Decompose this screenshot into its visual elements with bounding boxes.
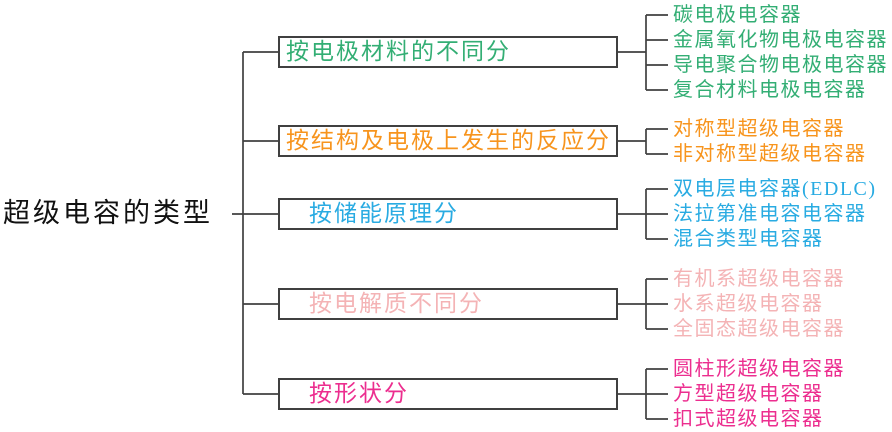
branch-label: 按储能原理分 [309, 201, 459, 226]
leaf-item: 金属氧化物电极电容器 [673, 29, 888, 51]
branch-box-energy-storage-principle: 按储能原理分 [278, 198, 618, 230]
leaf-item: 水系超级电容器 [673, 293, 824, 315]
branch-box-shape: 按形状分 [278, 378, 618, 410]
leaf-item: 复合材料电极电容器 [673, 79, 867, 101]
branch-box-electrolyte: 按电解质不同分 [278, 288, 618, 320]
leaf-item: 圆柱形超级电容器 [673, 358, 845, 380]
leaf-item: 对称型超级电容器 [673, 118, 845, 140]
leaf-item: 非对称型超级电容器 [673, 143, 867, 165]
leaf-item: 混合类型电容器 [673, 228, 824, 250]
leaf-item: 导电聚合物电极电容器 [673, 54, 888, 76]
branch-label: 按形状分 [309, 381, 409, 406]
leaf-item: 方型超级电容器 [673, 383, 824, 405]
leaf-item: 碳电极电容器 [673, 4, 802, 26]
branch-label: 按电解质不同分 [309, 291, 484, 316]
leaf-item: 双电层电容器(EDLC) [673, 178, 877, 200]
branch-box-electrode-material: 按电极材料的不同分 [278, 36, 618, 68]
branch-box-structure-reaction: 按结构及电极上发生的反应分 [278, 125, 618, 157]
branch-label: 按电极材料的不同分 [286, 39, 511, 64]
branch-label: 按结构及电极上发生的反应分 [286, 128, 611, 153]
leaf-item: 扣式超级电容器 [673, 408, 824, 430]
root-label: 超级电容的类型 [3, 198, 213, 228]
leaf-item: 有机系超级电容器 [673, 268, 845, 290]
leaf-item: 法拉第准电容电容器 [673, 203, 867, 225]
leaf-item: 全固态超级电容器 [673, 318, 845, 340]
